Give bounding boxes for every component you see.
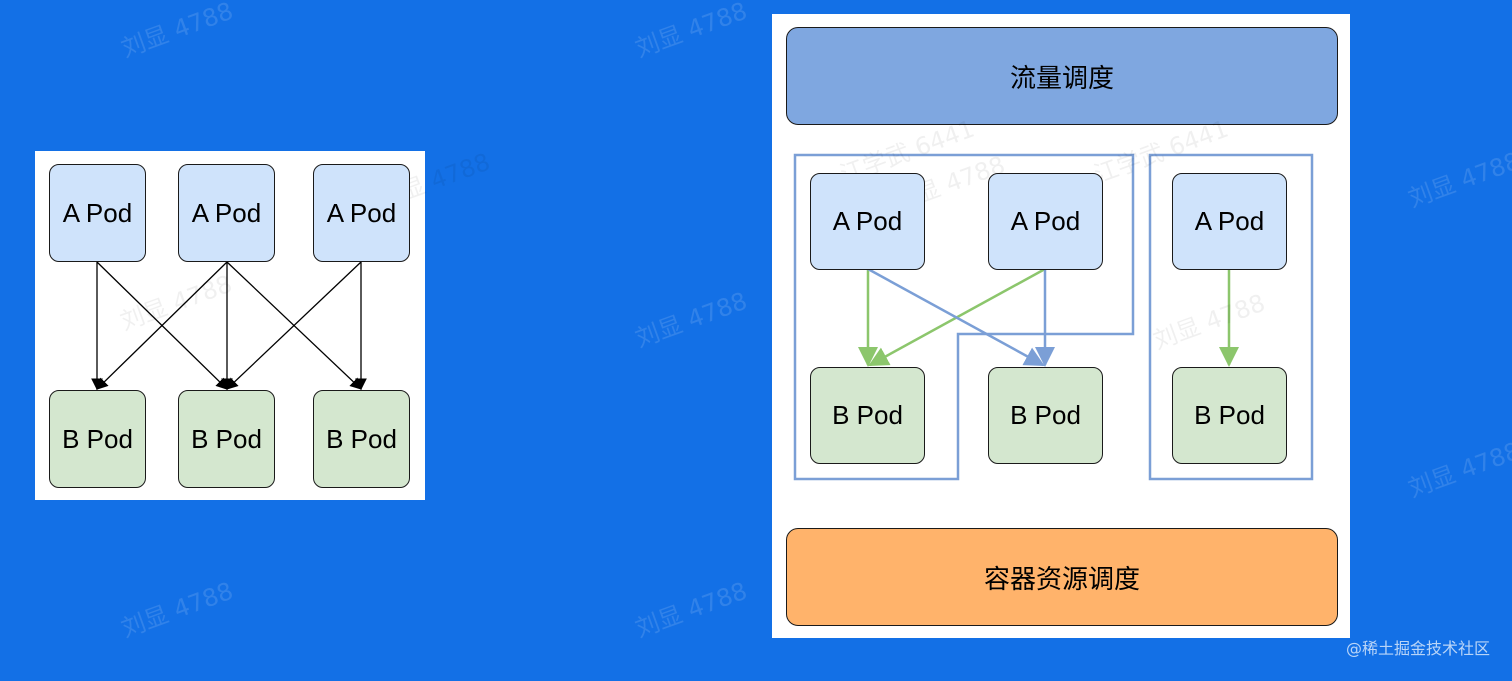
arrow xyxy=(226,261,362,390)
watermark: 刘显 4788 xyxy=(631,576,751,643)
full-mesh-arrows xyxy=(91,261,367,391)
container-resource-scheduling-bar: 容器资源调度 xyxy=(786,528,1338,626)
watermark: 刘显 4788 xyxy=(1404,146,1512,213)
traffic-scheduling-bar: 流量调度 xyxy=(786,27,1338,125)
b-pod: B Pod xyxy=(313,390,410,488)
a-pod: A Pod xyxy=(178,164,275,262)
b-pod: B Pod xyxy=(1172,367,1287,464)
arrow xyxy=(867,267,1045,367)
pod-group-outline xyxy=(1148,153,1314,481)
b-pod: B Pod xyxy=(49,390,146,488)
full-mesh-diagram: 刘显 4788 刘显 4788 A Pod A Pod A Pod B Pod … xyxy=(35,148,494,500)
b-pod: B Pod xyxy=(178,390,275,488)
a-pod: A Pod xyxy=(988,173,1103,270)
watermark: 刘显 4788 xyxy=(631,286,751,353)
watermark: 刘显 4788 xyxy=(117,576,237,643)
pod-group-outline xyxy=(793,153,1135,481)
watermark: 刘显 4788 xyxy=(1404,436,1512,503)
b-pod: B Pod xyxy=(810,367,925,464)
a-pod: A Pod xyxy=(1172,173,1287,270)
a-pod: A Pod xyxy=(810,173,925,270)
watermark: 刘显 4788 xyxy=(117,0,237,63)
layered-scheduling-diagram: 流量调度 江学武 6441 刘显 4788 江学武 6441 刘显 4788 A… xyxy=(772,14,1350,638)
arrow xyxy=(96,261,228,390)
a-pod: A Pod xyxy=(313,164,410,262)
source-credit: @稀土掘金技术社区 xyxy=(1345,639,1490,658)
group-outlines-and-arrows xyxy=(793,153,1314,481)
a-pod: A Pod xyxy=(49,164,146,262)
watermark: 刘显 4788 xyxy=(631,0,751,63)
b-pod: B Pod xyxy=(988,367,1103,464)
